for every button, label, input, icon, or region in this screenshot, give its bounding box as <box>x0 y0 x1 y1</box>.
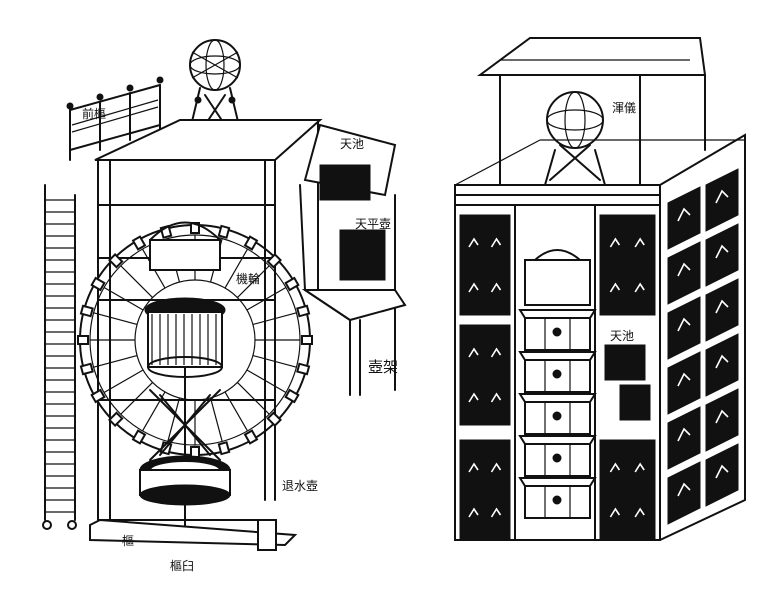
central-pagoda <box>518 249 597 519</box>
basket-handle <box>149 221 221 241</box>
upper-drum <box>144 297 226 378</box>
side-panels <box>667 168 739 525</box>
base-beam <box>89 518 298 547</box>
left-mechanism-figure: 前樞 天池 天平壺 機輪 壺架 退水壺 樞 樞臼 <box>42 39 407 573</box>
label-drain-pot: 退水壺 <box>282 479 318 493</box>
label-tianchi-right: 天池 <box>610 329 634 343</box>
water-tank <box>299 123 407 396</box>
water-wheel <box>77 222 313 458</box>
label-base-socket: 樞臼 <box>170 558 194 573</box>
shaft-struts <box>149 366 221 531</box>
platform-top <box>94 119 323 161</box>
label-machine-wheel: 機輪 <box>236 271 260 286</box>
label-base-pivot: 樞 <box>122 533 134 548</box>
label-tianchi-left: 天池 <box>340 137 364 151</box>
roof-pavilion <box>476 37 707 186</box>
lower-wheel <box>139 455 231 506</box>
inner-tank <box>604 344 646 381</box>
front-panels <box>459 214 656 541</box>
ladder <box>42 184 77 530</box>
label-armillary: 渾儀 <box>612 101 636 115</box>
label-pot-stand: 壺架 <box>368 358 398 376</box>
armillary-sphere-left <box>189 39 241 131</box>
top-balustrade <box>66 76 164 161</box>
label-front-pivot: 前樞 <box>82 106 106 121</box>
armillary-sphere-right <box>544 91 606 186</box>
right-tower-figure: 渾儀 天池 <box>454 37 746 541</box>
label-balance-pot: 天平壺 <box>355 217 391 231</box>
basket <box>149 239 221 271</box>
